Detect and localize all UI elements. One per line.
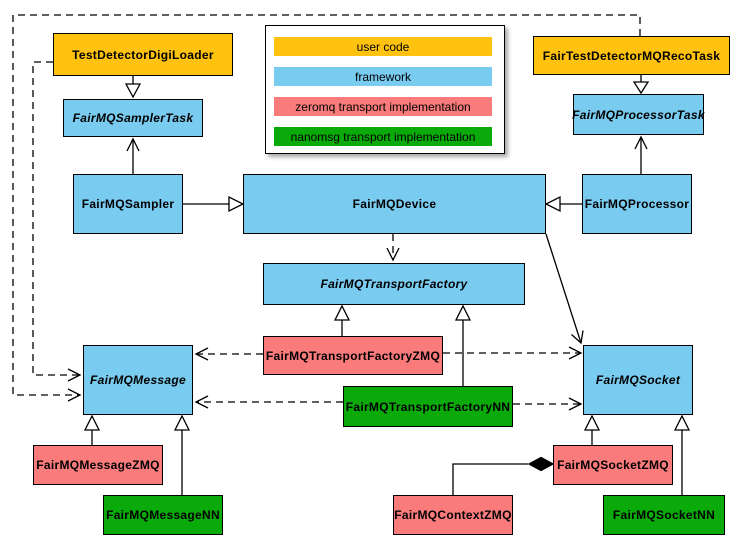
class-box-fairmqsocket: FairMQSocket bbox=[583, 345, 693, 415]
edge-factorynn-socket-dashed bbox=[513, 397, 583, 411]
legend-item-nanomsg: nanomsg transport implementation bbox=[274, 127, 492, 146]
edge-messagezmq-message-inherit bbox=[83, 414, 101, 445]
edge-contextzmq-socketzmq-composition bbox=[452, 456, 555, 495]
class-box-fairmqmessage: FairMQMessage bbox=[83, 345, 193, 415]
class-box-fairmqprocessor: FairMQProcessor bbox=[582, 174, 692, 234]
edge-factoryzmq-factory-inherit bbox=[333, 304, 351, 336]
class-box-fairmqcontextzmq: FairMQContextZMQ bbox=[393, 495, 513, 535]
class-box-fairmqtransportfactoryzmq: FairMQTransportFactoryZMQ bbox=[263, 336, 443, 375]
class-box-fairmqtransportfactorynn: FairMQTransportFactoryNN bbox=[343, 386, 513, 427]
edge-socketzmq-socket-inherit bbox=[583, 414, 601, 445]
edge-messagenn-message-inherit bbox=[173, 414, 191, 495]
class-box-fairmqmessagezmq: FairMQMessageZMQ bbox=[33, 445, 163, 485]
edge-sampler-device-inherit bbox=[183, 195, 245, 213]
class-box-fairmqsampler: FairMQSampler bbox=[73, 174, 183, 234]
legend-label-nanomsg: nanomsg transport implementation bbox=[290, 129, 476, 144]
edge-processor-processortask bbox=[634, 135, 648, 174]
edge-recotask-to-message-dashed bbox=[12, 14, 641, 402]
edge-socketnn-socket-inherit bbox=[673, 414, 691, 495]
edge-digiloader-to-message-dashed bbox=[32, 61, 82, 382]
legend: user code framework zeromq transport imp… bbox=[265, 25, 505, 154]
class-box-fairmqprocessortask: FairMQProcessorTask bbox=[572, 94, 705, 135]
edge-device-transportfactory-dashed bbox=[386, 234, 400, 262]
edge-factoryzmq-message-dashed bbox=[194, 347, 263, 361]
class-box-fairmqsamplertask: FairMQSamplerTask bbox=[63, 99, 203, 137]
edge-digiloader-samplertask-inherit bbox=[124, 76, 142, 99]
class-box-fairmqtransportfactory: FairMQTransportFactory bbox=[263, 263, 525, 305]
class-box-testdetectordigiloader: TestDetectorDigiLoader bbox=[53, 33, 233, 76]
edge-processor-device-inherit bbox=[544, 195, 582, 213]
class-box-fairmqmessagenn: FairMQMessageNN bbox=[103, 495, 223, 535]
legend-item-framework: framework bbox=[274, 67, 492, 86]
class-box-fairmqsocketnn: FairMQSocketNN bbox=[603, 495, 725, 535]
class-box-fairmqdevice: FairMQDevice bbox=[243, 174, 546, 234]
edge-factorynn-factory-inherit bbox=[454, 304, 472, 386]
legend-item-user-code: user code bbox=[274, 37, 492, 56]
legend-label-zeromq: zeromq transport implementation bbox=[295, 99, 471, 114]
edge-sampler-samplertask bbox=[126, 137, 140, 174]
edge-factorynn-message-dashed bbox=[194, 395, 343, 409]
edge-recotask-processortask-inherit bbox=[632, 75, 650, 95]
class-box-fairtestdetectormqrecotask: FairTestDetectorMQRecoTask bbox=[533, 36, 730, 75]
legend-item-zeromq: zeromq transport implementation bbox=[274, 97, 492, 116]
legend-label-framework: framework bbox=[354, 69, 411, 84]
edge-device-socket bbox=[545, 233, 584, 345]
edge-factoryzmq-socket-dashed bbox=[443, 346, 583, 360]
class-box-fairmqsocketzmq: FairMQSocketZMQ bbox=[553, 445, 673, 485]
legend-label-user-code: user code bbox=[356, 39, 410, 54]
